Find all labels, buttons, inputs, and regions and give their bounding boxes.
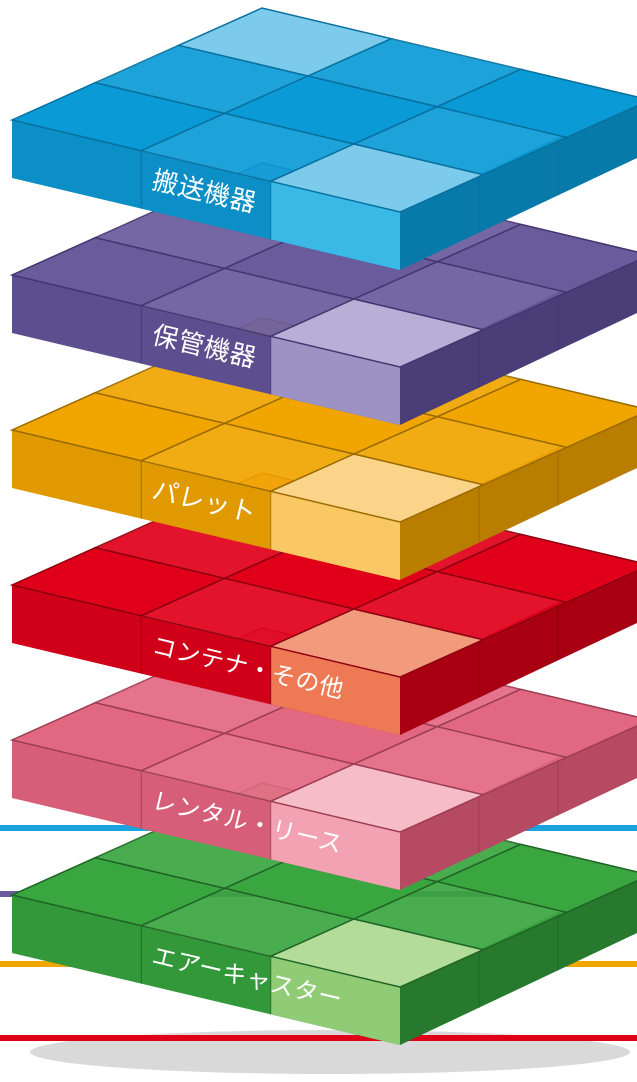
category-line <box>0 1035 637 1041</box>
layer-block[interactable]: 搬送機器 <box>9 7 637 270</box>
layer-block[interactable]: レンタル・リース <box>9 627 637 890</box>
layer-block[interactable]: 保管機器 <box>9 162 637 425</box>
